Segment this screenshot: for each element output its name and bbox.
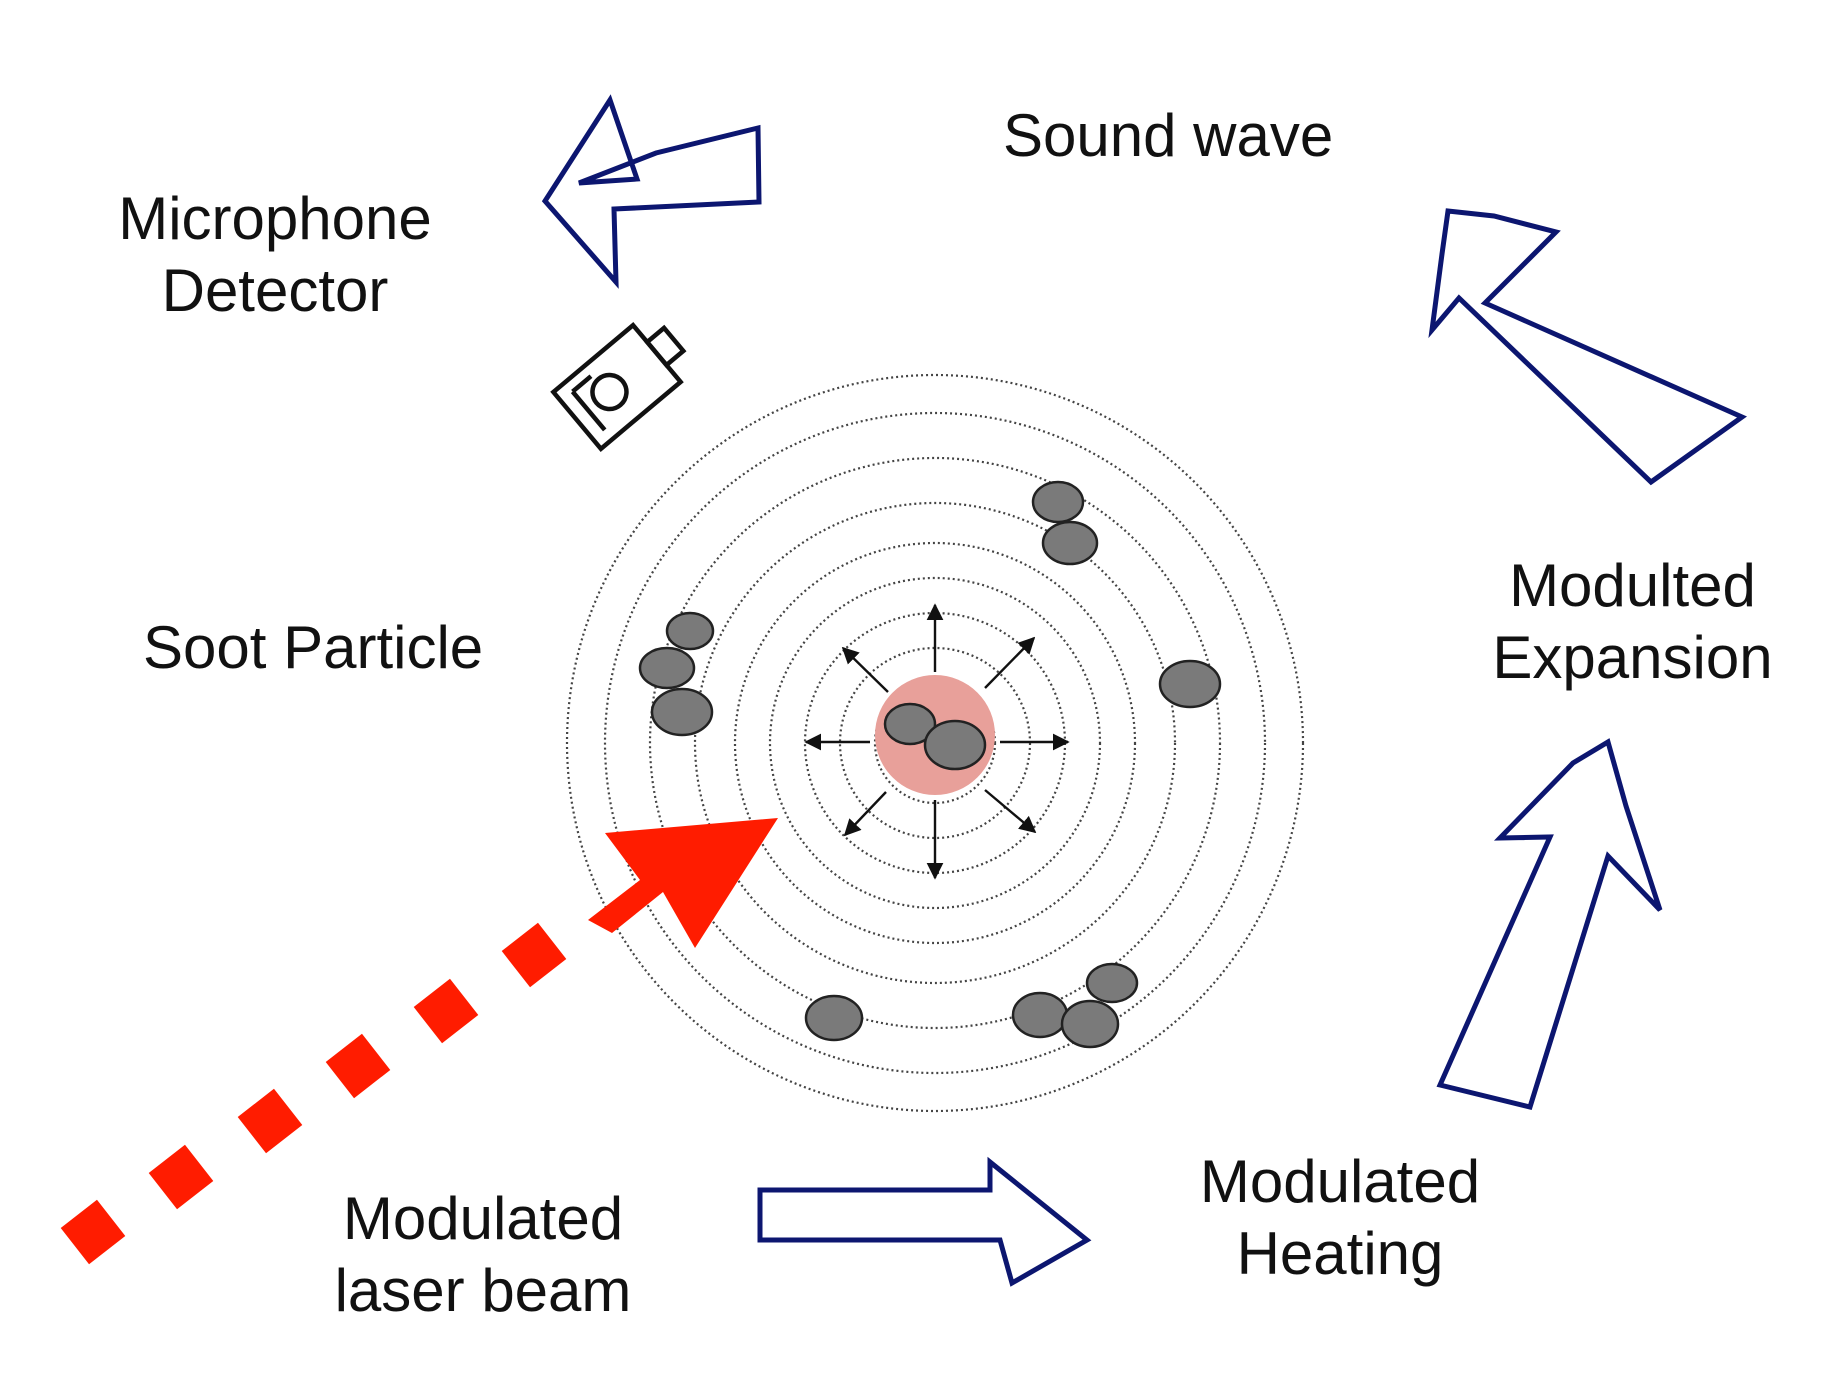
wave-ring [603,411,1267,1075]
soot-particle-label: Soot Particle [143,614,484,681]
wave-ring [768,576,1102,910]
heating-to-expansion-arrow [1436,738,1663,1110]
microphone-label-line2: Detector [161,257,389,324]
expansion-arrow [1428,208,1748,486]
expansion-arrows [804,603,1070,880]
wave-ring [648,456,1222,1030]
laser-label-line2: laser beam [334,1257,632,1324]
soot-particles [638,480,1222,1049]
soot-particle [638,646,696,690]
soot-particle [650,687,714,737]
soot-particle [883,702,937,746]
expansion-label-line2: Expansion [1492,624,1773,691]
soot-particle [923,719,987,771]
microphone-icon [550,322,687,452]
laser-beam-segment [237,1088,303,1154]
laser-beam-segment [148,1144,214,1210]
microphone-label-line1: Microphone [118,185,432,252]
modulated-heating-label: Modulated Heating [1140,1146,1540,1290]
microphone-detector-label: Microphone Detector [75,183,475,327]
laser-beam-segment [325,1033,391,1099]
wave-ring [873,681,997,805]
soot-particle [1085,962,1139,1004]
soot-particle [804,994,864,1042]
soot-particle [1011,991,1069,1039]
expansion-arrow-up-left [841,646,889,693]
laser-beam-segment [501,922,567,988]
laser-beam [60,818,778,1265]
soot-particle [1031,480,1085,524]
heating-label-line2: Heating [1236,1220,1444,1287]
soot-particle [1060,999,1120,1049]
sound-wave-arrow [541,94,762,289]
process-arrows [541,94,1748,1287]
wave-ring [693,501,1177,985]
wave-ring [733,541,1137,945]
modulated-laser-beam-label: Modulated laser beam [268,1183,698,1327]
soot-particle [1158,659,1222,709]
laser-beam-segment [60,1199,126,1265]
expansion-label-line1: Modulted [1509,552,1756,619]
expansion-arrow-down-left [843,791,887,837]
soot-particle [665,611,715,651]
laser-label-line1: Modulated [342,1185,624,1252]
sound-wave-label: Sound wave [1003,102,1334,169]
expansion-arrow-up-right [984,636,1036,689]
modulated-expansion-label: Modulted Expansion [1425,550,1840,694]
expansion-arrow-down-right [984,789,1037,834]
wave-ring [565,373,1305,1113]
heating-arrow [757,1156,1092,1287]
soot-particle [1041,520,1099,566]
heating-label-line1: Modulated [1199,1148,1481,1215]
laser-beam-arrowhead [588,818,778,948]
laser-beam-segment [413,978,479,1044]
